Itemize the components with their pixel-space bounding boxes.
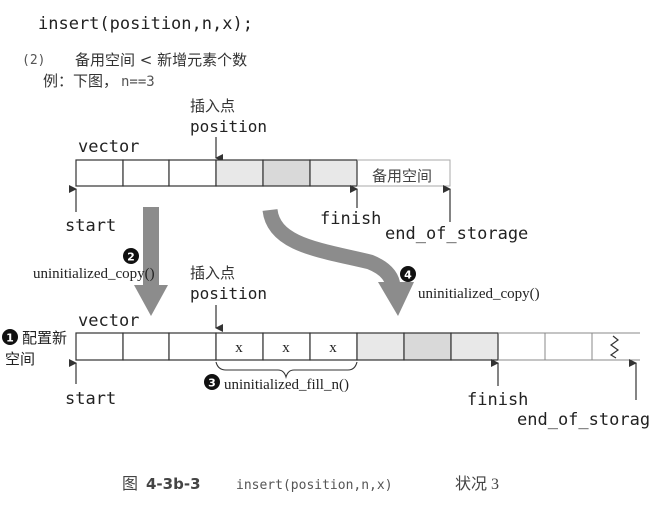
example-value: n==3: [121, 74, 155, 90]
top-cell-6: [309, 159, 358, 187]
step1-label-line2: 空间: [5, 350, 35, 368]
caption-suffix: 状况 3: [455, 475, 499, 493]
top-cell-5: [262, 159, 311, 187]
bottom-cell-8: [403, 332, 452, 361]
step3-number: 3: [208, 377, 216, 390]
step2-badge: [123, 248, 139, 264]
bottom-break-mark: [609, 335, 620, 359]
top-vector-label: vector: [78, 137, 139, 157]
bottom-spare-space: [498, 332, 640, 361]
fill-brace: [215, 361, 358, 379]
bottom-end-label: end_of_storag: [517, 410, 650, 430]
top-spare-space: [357, 159, 451, 187]
step3-badge: [204, 374, 220, 390]
step2-copy-arrow: [134, 207, 168, 316]
bottom-position-label: position: [190, 284, 267, 303]
step1-number: 1: [6, 332, 14, 345]
fill-cell-2: x: [282, 340, 290, 356]
top-spare-label: 备用空间: [372, 167, 432, 185]
caption-code: insert(position,n,x): [236, 478, 393, 493]
top-cell-4: [215, 159, 264, 187]
top-start-label: start: [65, 216, 116, 236]
step3-label: uninitialized_fill_n(): [224, 377, 349, 393]
bottom-cell-2: [122, 332, 170, 361]
case-number: (2): [22, 53, 45, 68]
bottom-cell-7: [356, 332, 405, 361]
top-cell-3: [168, 159, 217, 187]
bottom-cell-9: [450, 332, 499, 361]
bottom-finish-label: finish: [467, 390, 528, 410]
bottom-cell-3: [168, 332, 217, 361]
step4-badge: [400, 266, 416, 282]
step4-copy-arrow: [262, 208, 414, 316]
header-code: insert(position,n,x);: [38, 14, 253, 34]
bottom-cell-4: [215, 332, 264, 361]
caption-number: 4-3b-3: [146, 475, 201, 493]
top-vector-cells: [75, 159, 451, 187]
step2-number: 2: [127, 251, 135, 264]
fill-cell-1: x: [235, 340, 243, 356]
step4-number: 4: [404, 269, 412, 282]
example-prefix: 例：下图，: [43, 72, 118, 90]
bottom-cell-1: [75, 332, 124, 361]
top-cell-1: [75, 159, 124, 187]
bottom-cell-6: [309, 332, 358, 361]
case-text: 备用空间 < 新增元素个数: [75, 51, 247, 69]
bottom-vector-cells: [75, 332, 640, 361]
top-finish-label: finish: [320, 209, 381, 229]
step1-label-line1: 配置新: [22, 329, 67, 347]
bottom-vector-label: vector: [78, 311, 139, 331]
bottom-start-label: start: [65, 389, 116, 409]
top-insert-point-label: 插入点: [190, 97, 235, 115]
fill-cell-3: x: [329, 340, 337, 356]
top-cell-2: [122, 159, 170, 187]
top-position-label: position: [190, 117, 267, 136]
step4-label: uninitialized_copy(): [418, 286, 540, 302]
top-end-label: end_of_storage: [385, 224, 528, 244]
step2-label: uninitialized_copy(): [33, 266, 155, 282]
step1-badge: [2, 329, 18, 345]
bottom-insert-point-label: 插入点: [190, 264, 235, 282]
caption-prefix: 图: [122, 476, 138, 493]
